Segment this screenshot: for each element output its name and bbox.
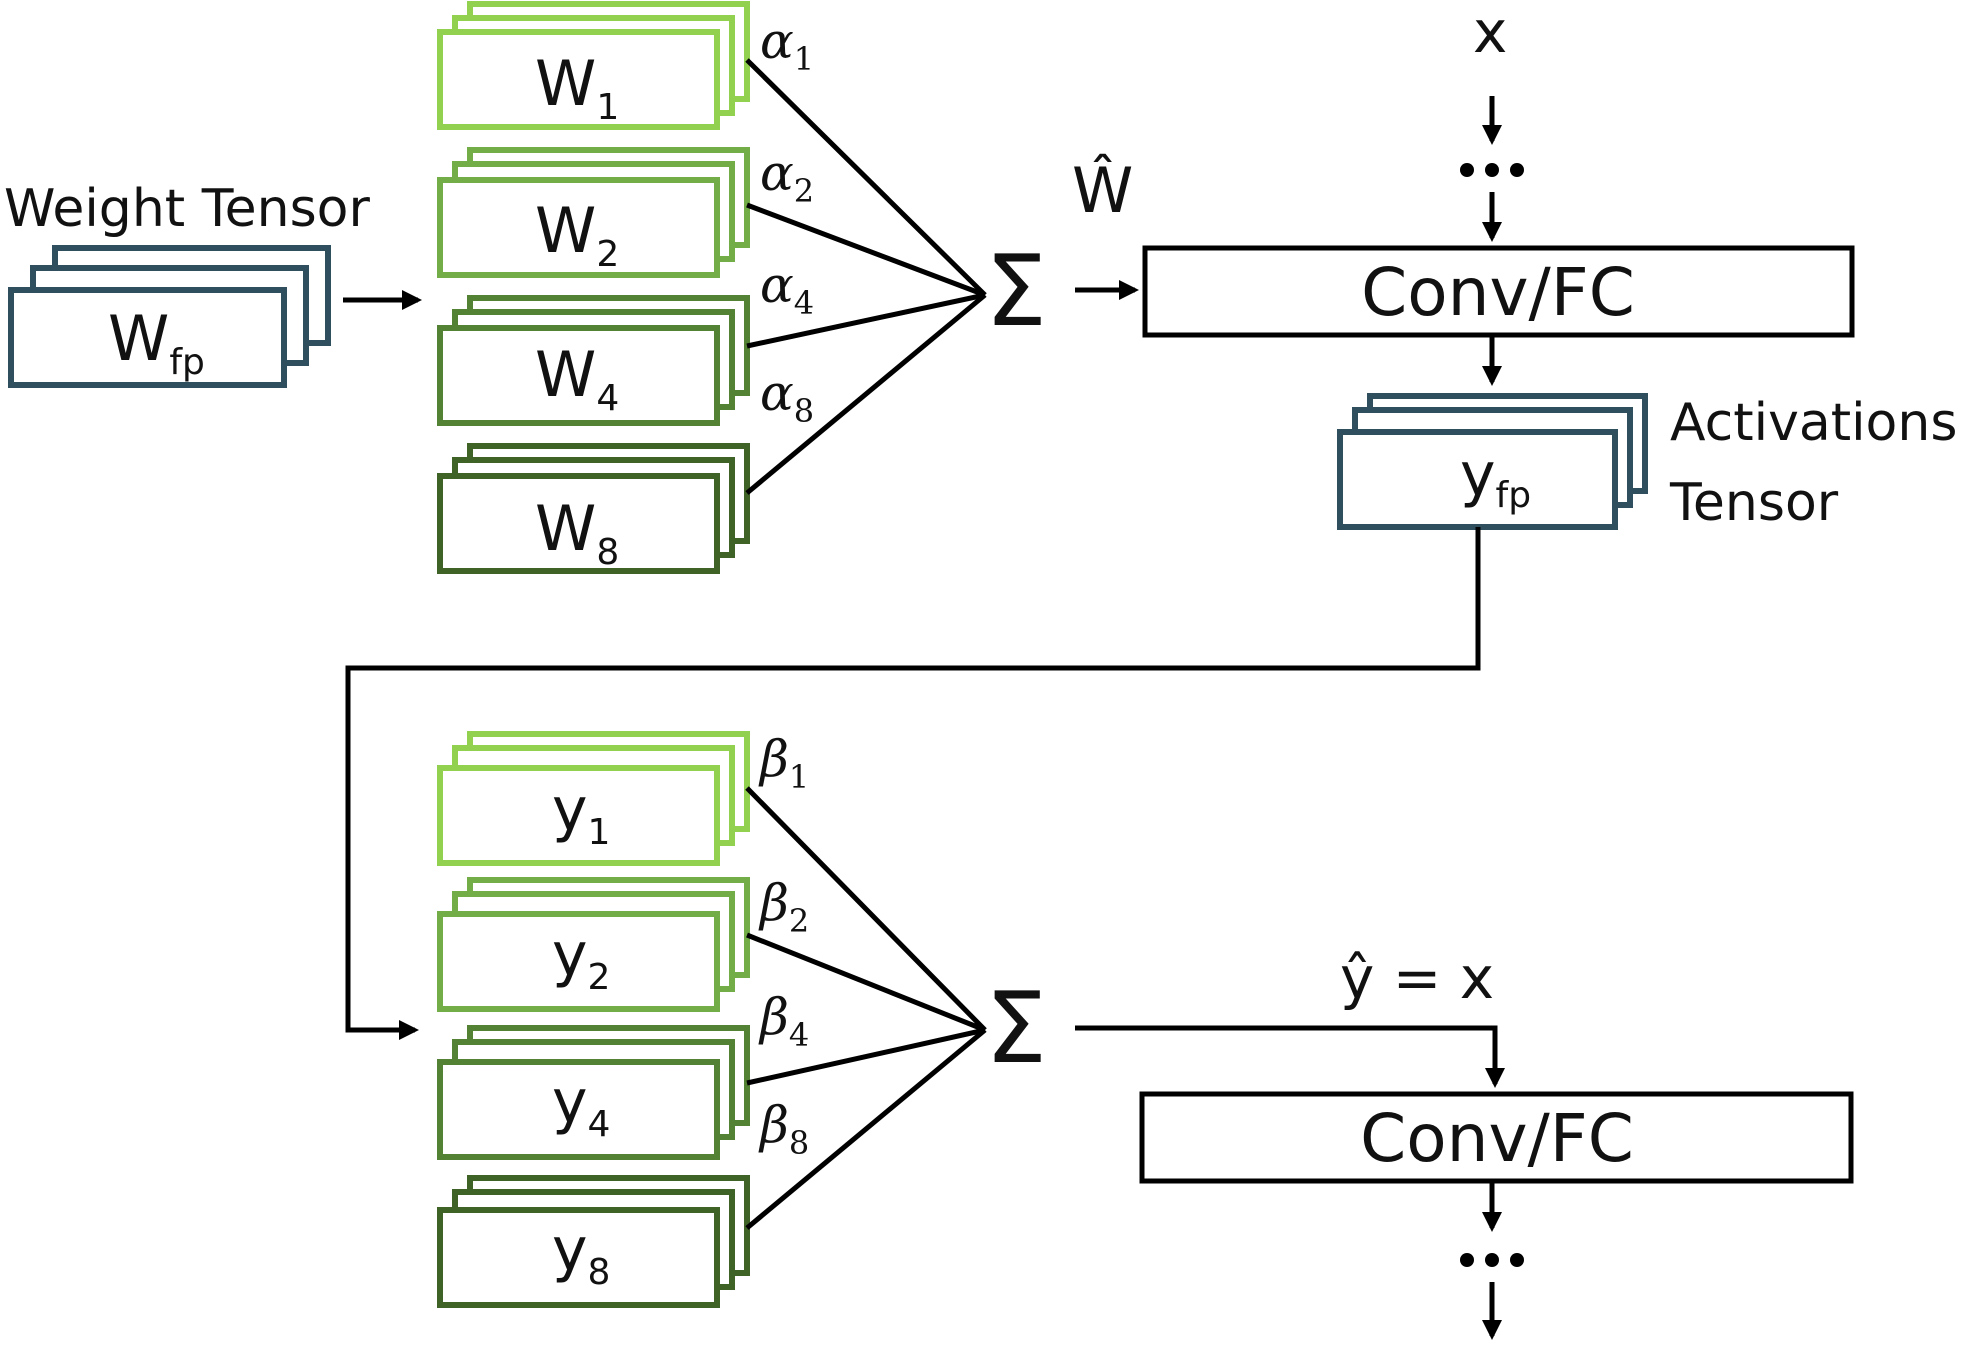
alpha-4-line [746,292,986,349]
weight-tensor-title: Weight Tensor [4,179,370,239]
beta-8-line [745,1028,987,1230]
activation-branch-4-label: y4 [552,1067,610,1145]
alpha-1-line [745,58,987,297]
beta-1-line [745,786,987,1032]
weight-branch-8: W8 [437,443,750,574]
activation-branch-8-label: y8 [552,1215,610,1293]
weight-branch-2: W2 [437,147,750,278]
bottom-layer-label: Conv/FC [1360,1100,1634,1177]
beta-4-line [746,1027,986,1086]
activation-fp-stack: yfp [1337,393,1648,530]
weight-fp-label: Wfp [108,302,205,383]
weight-fp-stack: Wfp [8,245,331,388]
activations-title-line2: Tensor [1669,473,1839,533]
activation-sum-arrow [1075,1025,1505,1088]
activation-feedback-line [345,527,1481,1040]
alpha-2-line [746,202,986,298]
alpha-8-line [745,293,987,495]
activation-branch-2: y2 [437,877,750,1012]
bottom-layer-box [1139,1091,1854,1184]
activation-branch-8: y8 [437,1175,750,1308]
activation-sum-symbol: Σ [985,972,1047,1086]
beta-2-line [746,932,986,1033]
activation-result-label: ŷ = x [1340,944,1494,1012]
alpha-2-label: α2 [760,144,814,210]
alpha-4-label: α4 [760,256,814,322]
bottom-ellipsis [1460,1253,1524,1267]
top-ellipsis [1460,163,1524,177]
weight-branch-4: W4 [437,295,750,426]
top-layer-label: Conv/FC [1361,254,1635,331]
weight-branch-1-label: W1 [535,47,619,128]
weight-branch-8-label: W8 [535,492,619,573]
activation-branch-4: y4 [437,1025,750,1160]
beta-2-label: β2 [758,874,809,940]
activation-branch-2-label: y2 [552,920,610,998]
activations-title-line1: Activations [1670,393,1957,453]
beta-4-label: β4 [758,988,809,1054]
weight-result-label: Ŵ [1072,154,1133,227]
alpha-1-label: α1 [760,12,814,78]
weight-sum-symbol: Σ [985,235,1047,349]
beta-8-label: β8 [758,1096,809,1162]
alpha-8-label: α8 [760,364,814,430]
activation-branch-1-label: y1 [552,775,610,853]
weight-branch-1: W1 [437,1,750,130]
weight-branch-2-label: W2 [535,194,619,275]
weight-branch-4-label: W4 [535,338,619,419]
activation-branch-1: y1 [437,731,750,866]
input-x-label: x [1473,0,1507,66]
top-layer-box [1142,245,1855,338]
beta-1-label: β1 [758,730,809,796]
activation-fp-label: yfp [1460,440,1531,516]
